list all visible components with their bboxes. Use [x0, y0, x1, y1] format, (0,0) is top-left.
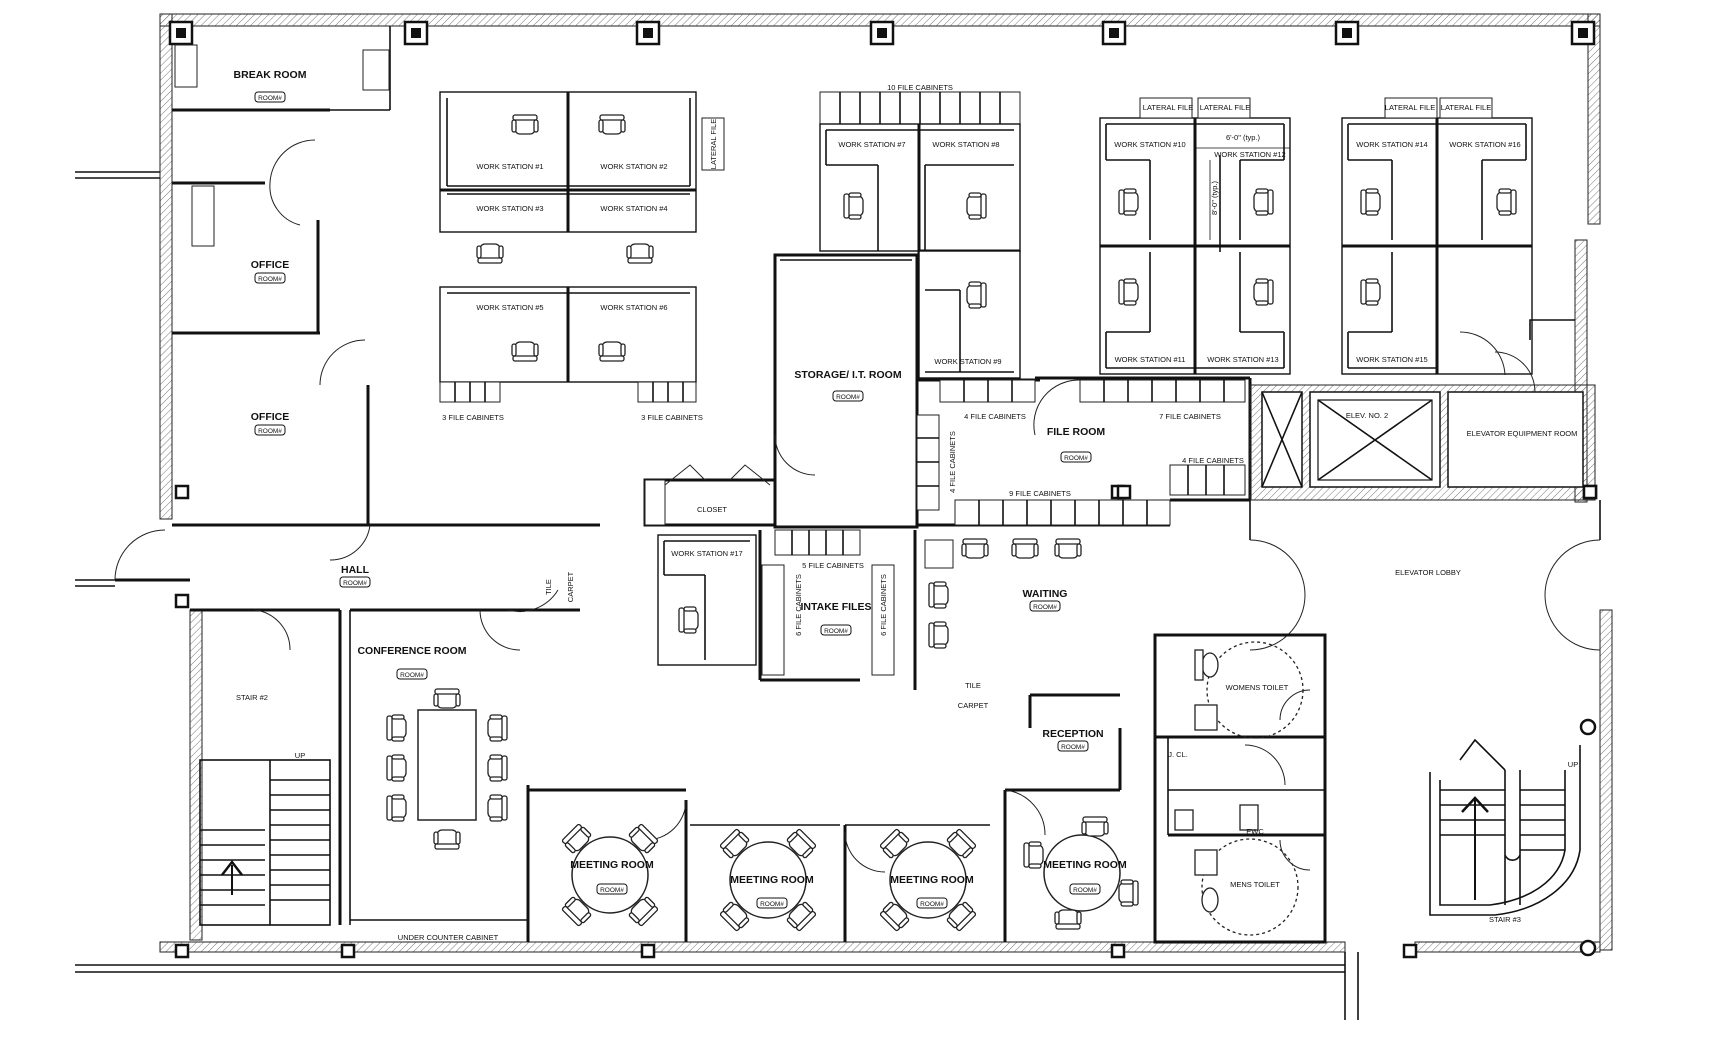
- womens-toilet-label: WOMENS TOILET: [1226, 683, 1289, 692]
- restrooms: [1153, 633, 1327, 944]
- four-file-cabinets-b-label: 4 FILE CABINETS: [948, 431, 957, 493]
- conference-room-furniture: [386, 688, 508, 850]
- stair-3-label: STAIR #3: [1489, 915, 1521, 924]
- stair-2-up-label: UP: [295, 751, 305, 760]
- workstations-14-16: [1341, 97, 1533, 375]
- stair-2-label: STAIR #2: [236, 693, 268, 702]
- room-tag: ROOM#: [920, 901, 944, 908]
- room-tag: ROOM#: [1061, 744, 1085, 751]
- room-tag: ROOM#: [258, 276, 282, 283]
- intake-files-label: INTAKE FILES: [801, 601, 872, 613]
- meeting-room-2-label: MEETING ROOM: [730, 874, 814, 886]
- ten-file-cabinets-label: 10 FILE CABINETS: [887, 83, 953, 92]
- lateral-file-2-label: LATERAL FILE: [1200, 103, 1250, 112]
- reception-label: RECEPTION: [1042, 728, 1103, 740]
- ws14-label: WORK STATION #14: [1356, 140, 1427, 149]
- ws9-label: WORK STATION #9: [934, 357, 1001, 366]
- lateral-file-vertical-label: LATERAL FILE: [709, 119, 718, 169]
- elevator-core: [1249, 351, 1598, 501]
- room-tag: ROOM#: [836, 394, 860, 401]
- lateral-file-1-label: LATERAL FILE: [1143, 103, 1193, 112]
- ws8-label: WORK STATION #8: [932, 140, 999, 149]
- tile-2-label: TILE: [965, 681, 981, 690]
- mens-toilet-label: MENS TOILET: [1230, 880, 1280, 889]
- three-file-cabinets-a-label: 3 FILE CABINETS: [442, 413, 504, 422]
- lateral-file-4-label: LATERAL FILE: [1441, 103, 1491, 112]
- dimension-6ft-label: 6'-0" (typ.): [1226, 133, 1261, 142]
- room-tag: ROOM#: [600, 887, 624, 894]
- four-file-cabinets-c-label: 4 FILE CABINETS: [1182, 456, 1244, 465]
- ws6-label: WORK STATION #6: [600, 303, 667, 312]
- three-file-cabinets-b-label: 3 FILE CABINETS: [641, 413, 703, 422]
- five-file-cabinets-label: 5 FILE CABINETS: [802, 561, 864, 570]
- meeting-room-1-label: MEETING ROOM: [570, 859, 654, 871]
- dimension-8ft-label: 8'-0" (typ.): [1210, 180, 1219, 215]
- room-tag: ROOM#: [400, 672, 424, 679]
- ws17-label: WORK STATION #17: [671, 549, 742, 558]
- file-room-label: FILE ROOM: [1047, 426, 1106, 438]
- closet-label: CLOSET: [697, 505, 727, 514]
- room-tag: ROOM#: [760, 901, 784, 908]
- ws2-label: WORK STATION #2: [600, 162, 667, 171]
- room-tag: ROOM#: [1033, 604, 1057, 611]
- ws11-label: WORK STATION #11: [1115, 355, 1186, 364]
- carpet-1-label: CARPET: [566, 571, 575, 602]
- room-tag: ROOM#: [258, 95, 282, 102]
- conference-room-label: CONFERENCE ROOM: [357, 645, 466, 657]
- ws7-label: WORK STATION #7: [838, 140, 905, 149]
- break-room-label: BREAK ROOM: [234, 69, 307, 81]
- ws4-label: WORK STATION #4: [600, 204, 667, 213]
- center-rooms: [643, 253, 1252, 529]
- four-file-cabinets-a-label: 4 FILE CABINETS: [964, 412, 1026, 421]
- stair-3-up-label: UP: [1568, 760, 1578, 769]
- ewc-label: EWC: [1246, 827, 1264, 836]
- stair-2: [199, 759, 331, 926]
- hall-walls: [114, 529, 580, 925]
- ws5-label: WORK STATION #5: [476, 303, 543, 312]
- meeting-room-3-label: MEETING ROOM: [890, 874, 974, 886]
- room-tag: ROOM#: [824, 628, 848, 635]
- storage-it-label: STORAGE/ I.T. ROOM: [794, 369, 901, 381]
- workstations-7-9: [819, 91, 1021, 379]
- hall-label: HALL: [341, 564, 370, 576]
- elevator-lobby-label: ELEVATOR LOBBY: [1395, 568, 1461, 577]
- office-1-label: OFFICE: [251, 259, 290, 271]
- labels: BREAK ROOM OFFICE OFFICE HALL STAIR #2 C…: [234, 69, 1579, 942]
- room-tag: ROOM#: [258, 428, 282, 435]
- lateral-file-3-label: LATERAL FILE: [1385, 103, 1435, 112]
- room-tag: ROOM#: [1073, 887, 1097, 894]
- interior-doors: [1459, 319, 1575, 376]
- office-2-label: OFFICE: [251, 411, 290, 423]
- room-tag: ROOM#: [343, 580, 367, 587]
- waiting-label: WAITING: [1023, 588, 1068, 600]
- workstations-10-13: [1099, 97, 1291, 375]
- ws10-label: WORK STATION #10: [1114, 140, 1185, 149]
- ws3-label: WORK STATION #3: [476, 204, 543, 213]
- ws15-label: WORK STATION #15: [1356, 355, 1427, 364]
- six-file-cabinets-b-label: 6 FILE CABINETS: [879, 574, 888, 636]
- janitor-closet-label: J. CL.: [1168, 750, 1188, 759]
- six-file-cabinets-a-label: 6 FILE CABINETS: [794, 574, 803, 636]
- elevator-2-label: ELEV. NO. 2: [1346, 411, 1388, 420]
- carpet-2-label: CARPET: [958, 701, 989, 710]
- ws16-label: WORK STATION #16: [1449, 140, 1520, 149]
- workstations-1-6: [439, 91, 725, 403]
- elevator-equipment-label: ELEVATOR EQUIPMENT ROOM: [1467, 429, 1578, 438]
- seven-file-cabinets-label: 7 FILE CABINETS: [1159, 412, 1221, 421]
- ws12-label: WORK STATION #12: [1214, 150, 1285, 159]
- room-tag: ROOM#: [1064, 455, 1088, 462]
- left-offices: [172, 26, 600, 561]
- ws13-label: WORK STATION #13: [1207, 355, 1278, 364]
- tile-1-label: TILE: [544, 579, 553, 595]
- under-counter-label: UNDER COUNTER CABINET: [398, 933, 499, 942]
- stair-3: [1429, 738, 1581, 916]
- workstation-17-intake-waiting: [657, 529, 1122, 792]
- room-tags: ROOM# ROOM# ROOM# ROOM# ROOM# ROOM# ROOM…: [254, 91, 1101, 909]
- lobby-doors: [1249, 500, 1601, 651]
- dimension-lines: [1196, 147, 1290, 240]
- meeting-room-4-label: MEETING ROOM: [1043, 859, 1127, 871]
- ws1-label: WORK STATION #1: [476, 162, 543, 171]
- nine-file-cabinets-label: 9 FILE CABINETS: [1009, 489, 1071, 498]
